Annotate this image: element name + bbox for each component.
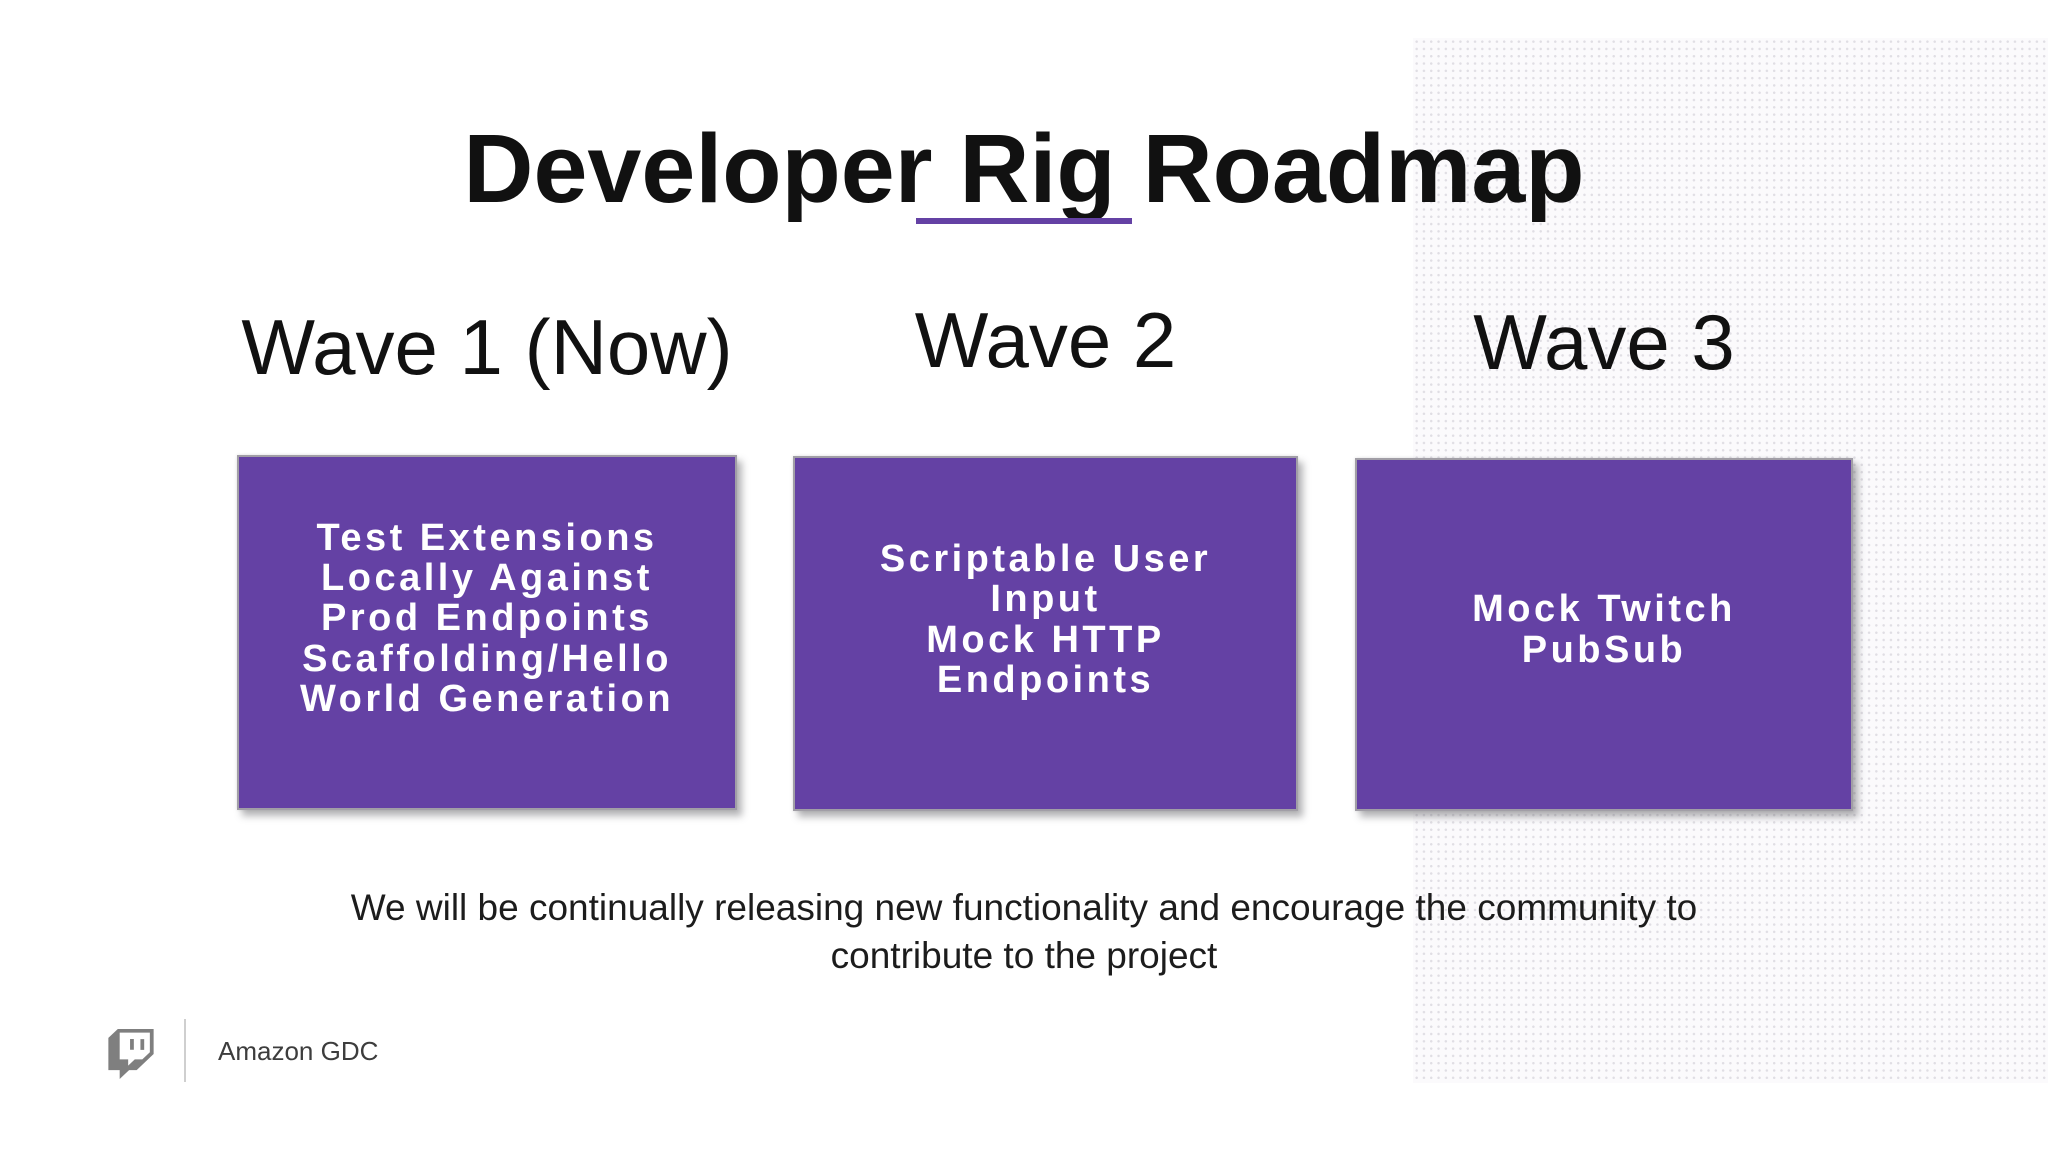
column-heading-wave2: Wave 2 — [914, 296, 1177, 384]
column-heading-wave3: Wave 3 — [1473, 298, 1735, 386]
footnote-text: We will be continually releasing new fun… — [350, 887, 1698, 977]
card-text-line: Scriptable User — [879, 537, 1212, 580]
card-text-line: Test Extensions — [316, 516, 658, 559]
card-text-line: Endpoints — [936, 658, 1155, 701]
title-underline — [916, 218, 1132, 224]
card-text-line: Scaffolding/Hello — [302, 637, 672, 680]
twitch-glitch-icon — [108, 1029, 154, 1079]
card-text-line: Input — [990, 578, 1101, 621]
card-text-line: PubSub — [1521, 628, 1687, 671]
card-text-line: Prod Endpoints — [321, 597, 653, 640]
column-heading-wave1: Wave 1 (Now) — [241, 303, 733, 391]
slide-title: Developer Rig Roadmap — [463, 114, 1585, 223]
card-text-line: Locally Against — [321, 557, 653, 600]
footer-brand-label: Amazon GDC — [218, 1036, 379, 1066]
card-text-line: Mock HTTP — [926, 618, 1165, 661]
card-text-line: World Generation — [299, 677, 675, 720]
footer-divider — [184, 1019, 186, 1082]
card-text-line: Mock Twitch — [1472, 588, 1736, 631]
